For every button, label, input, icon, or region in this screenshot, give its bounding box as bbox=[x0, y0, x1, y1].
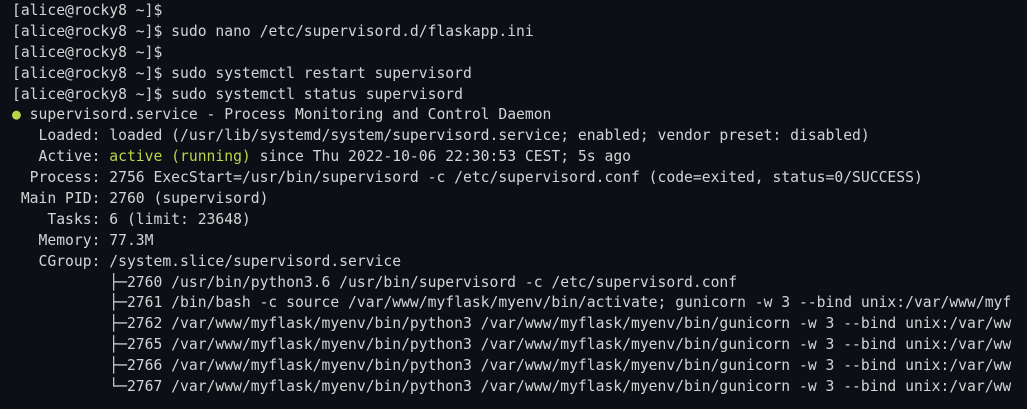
main-pid-line: Main PID: 2760 (supervisord) bbox=[12, 190, 269, 208]
cgroup-process: ├─2760 /usr/bin/python3.6 /usr/bin/super… bbox=[12, 273, 738, 291]
cgroup-process: ├─2761 /bin/bash -c source /var/www/myfl… bbox=[12, 294, 1012, 312]
service-title: supervisord.service - Process Monitoring… bbox=[20, 106, 552, 124]
command-line: [alice@rocky8 ~]$ sudo nano /etc/supervi… bbox=[12, 22, 1027, 43]
process-line: Process: 2756 ExecStart=/usr/bin/supervi… bbox=[12, 169, 923, 187]
prompt: [alice@rocky8 ~]$ bbox=[12, 22, 172, 40]
prompt: [alice@rocky8 ~]$ bbox=[12, 43, 172, 61]
terminal-output[interactable]: [alice@rocky8 ~]$ [alice@rocky8 ~]$ sudo… bbox=[0, 0, 1027, 398]
prompt: [alice@rocky8 ~]$ bbox=[12, 64, 172, 82]
cgroup-process: ├─2766 /var/www/myflask/myenv/bin/python… bbox=[12, 357, 1012, 375]
command: sudo nano /etc/supervisord.d/flaskapp.in… bbox=[171, 22, 534, 40]
command-line: [alice@rocky8 ~]$ bbox=[12, 1, 1027, 22]
status-dot-icon: ● bbox=[12, 106, 21, 124]
service-header: ● supervisord.service - Process Monitori… bbox=[12, 105, 1027, 126]
command: sudo systemctl status supervisord bbox=[171, 85, 463, 103]
memory-line: Memory: 77.3M bbox=[12, 231, 154, 249]
active-label: Active: bbox=[12, 148, 110, 166]
command-line: [alice@rocky8 ~]$ bbox=[12, 43, 1027, 64]
active-since: since Thu 2022-10-06 22:30:53 CEST; 5s a… bbox=[250, 148, 631, 166]
cgroup-process: ├─2762 /var/www/myflask/myenv/bin/python… bbox=[12, 315, 1012, 333]
prompt: [alice@rocky8 ~]$ bbox=[12, 2, 172, 19]
active-line: Active: active (running) since Thu 2022-… bbox=[12, 147, 1027, 168]
loaded-line: Loaded: loaded (/usr/lib/systemd/system/… bbox=[12, 127, 870, 145]
cgroup-process: ├─2765 /var/www/myflask/myenv/bin/python… bbox=[12, 336, 1012, 354]
cgroup-process: └─2767 /var/www/myflask/myenv/bin/python… bbox=[12, 378, 1012, 396]
tasks-line: Tasks: 6 (limit: 23648) bbox=[12, 210, 251, 228]
active-state: active (running) bbox=[109, 148, 251, 166]
prompt: [alice@rocky8 ~]$ bbox=[12, 85, 172, 103]
command-line: [alice@rocky8 ~]$ sudo systemctl restart… bbox=[12, 64, 1027, 85]
command-line: [alice@rocky8 ~]$ sudo systemctl status … bbox=[12, 85, 1027, 106]
cgroup-line: CGroup: /system.slice/supervisord.servic… bbox=[12, 252, 402, 270]
command: sudo systemctl restart supervisord bbox=[171, 64, 472, 82]
